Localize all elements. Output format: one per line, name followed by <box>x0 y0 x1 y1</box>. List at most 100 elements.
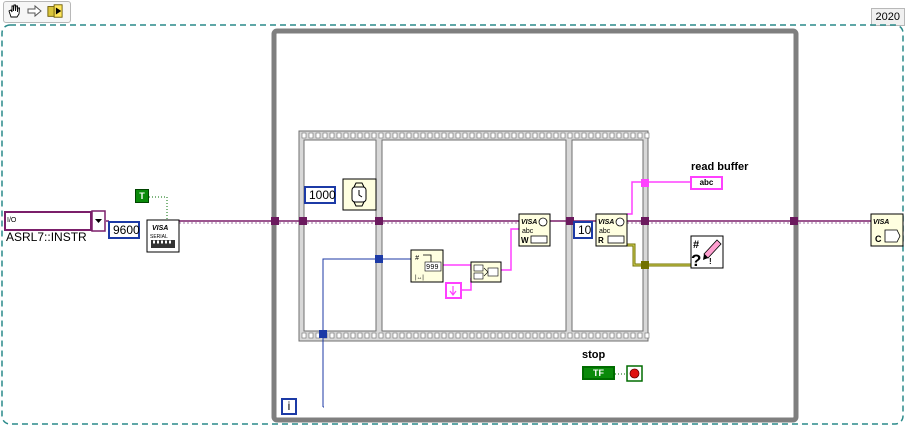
baud-rate-constant[interactable]: 9600 <box>108 221 140 239</box>
visa-read-line1: VISA <box>598 219 614 226</box>
film-hole <box>329 332 335 339</box>
step-into-icon[interactable] <box>47 3 63 19</box>
film-hole <box>525 132 531 139</box>
film-hole <box>595 332 601 339</box>
film-hole <box>301 132 307 139</box>
film-hole <box>630 132 636 139</box>
loop-condition-terminal[interactable] <box>626 365 643 382</box>
visa-close-line1: VISA <box>873 219 889 226</box>
film-hole <box>511 132 517 139</box>
read-buffer-indicator[interactable]: abc <box>690 176 723 190</box>
film-hole <box>616 132 622 139</box>
film-hole <box>637 132 643 139</box>
film-hole <box>420 132 426 139</box>
wait-ms-function[interactable] <box>342 178 377 211</box>
film-hole <box>434 132 440 139</box>
film-hole <box>336 132 342 139</box>
film-hole <box>574 332 580 339</box>
film-hole <box>357 332 363 339</box>
line-feed-constant[interactable] <box>445 282 462 299</box>
diagram-toolbar: 2020 <box>0 0 907 26</box>
film-hole <box>553 332 559 339</box>
simple-error-handler-subvi[interactable]: # ? ! <box>690 235 724 270</box>
film-hole <box>434 332 440 339</box>
film-hole <box>623 332 629 339</box>
film-hole <box>644 332 650 339</box>
film-hole <box>574 132 580 139</box>
true-constant-label: T <box>139 191 145 201</box>
visa-configure-serial-subvi[interactable]: VISA SERIAL <box>146 219 180 253</box>
film-hole <box>399 332 405 339</box>
film-hole <box>343 132 349 139</box>
film-hole <box>455 332 461 339</box>
film-hole <box>637 332 643 339</box>
visa-serial-line1: VISA <box>152 225 168 232</box>
film-hole <box>497 332 503 339</box>
film-hole <box>406 132 412 139</box>
while-loop-frame[interactable] <box>271 28 799 423</box>
error-handler-question: ? <box>691 251 701 270</box>
visa-read-letter: R <box>598 236 604 245</box>
film-hole <box>462 132 468 139</box>
visa-resource-constant[interactable]: I/O ASRL7::INSTR <box>4 211 92 244</box>
film-hole <box>609 132 615 139</box>
film-hole <box>413 132 419 139</box>
retain-wire-values-icon[interactable] <box>27 3 43 19</box>
resource-dropdown-arrow[interactable] <box>91 210 106 232</box>
film-hole <box>644 132 650 139</box>
visa-write-line1: VISA <box>521 219 537 226</box>
film-hole <box>560 332 566 339</box>
film-hole <box>518 132 524 139</box>
film-hole <box>588 332 594 339</box>
loop-tunnel-right <box>790 217 798 225</box>
film-hole <box>308 132 314 139</box>
visa-read-subvi[interactable]: VISA abc R <box>595 213 628 247</box>
film-hole <box>406 332 412 339</box>
format-into-string-function[interactable]: # 999 |↔| <box>410 249 444 283</box>
film-hole <box>378 332 384 339</box>
sequence-tunnel-visa-out <box>641 217 649 225</box>
film-hole <box>413 332 419 339</box>
error-handler-hash: # <box>693 239 699 251</box>
stop-control-terminal[interactable]: TF <box>582 366 615 380</box>
film-hole <box>483 332 489 339</box>
sequence-tunnel-visa-1 <box>375 217 383 225</box>
stop-label: stop <box>582 349 606 361</box>
film-hole <box>616 332 622 339</box>
film-hole <box>322 132 328 139</box>
visa-close-letter: C <box>875 234 882 244</box>
boolean-wire[interactable] <box>149 196 168 220</box>
film-hole <box>441 332 447 339</box>
wait-ms-constant[interactable]: 1000 <box>304 186 336 204</box>
film-hole <box>602 332 608 339</box>
film-hole <box>476 332 482 339</box>
film-hole <box>539 332 545 339</box>
film-hole <box>455 132 461 139</box>
film-hole <box>385 332 391 339</box>
film-hole <box>504 132 510 139</box>
film-hole <box>588 132 594 139</box>
film-hole <box>315 132 321 139</box>
visa-write-letter: W <box>521 236 529 245</box>
loop-tunnel-left <box>271 217 279 225</box>
film-hole <box>350 332 356 339</box>
stop-terminal-text: TF <box>593 368 604 378</box>
film-hole <box>581 332 587 339</box>
visa-read-line2: abc <box>599 228 611 235</box>
film-hole <box>560 132 566 139</box>
film-hole <box>420 332 426 339</box>
film-hole <box>371 132 377 139</box>
visa-close-subvi[interactable]: VISA C <box>870 213 904 247</box>
byte-count-constant[interactable]: 10 <box>573 221 593 239</box>
film-hole <box>336 332 342 339</box>
sequence-frame-1[interactable] <box>303 139 377 332</box>
true-constant[interactable]: T <box>135 189 149 203</box>
film-hole <box>427 332 433 339</box>
film-hole <box>357 132 363 139</box>
iteration-numeric-wire[interactable] <box>322 258 411 407</box>
visa-write-subvi[interactable]: VISA abc W <box>518 213 551 247</box>
concatenate-strings-function[interactable] <box>470 261 502 283</box>
film-hole <box>623 132 629 139</box>
highlight-execution-icon[interactable] <box>6 3 22 19</box>
film-hole <box>469 132 475 139</box>
